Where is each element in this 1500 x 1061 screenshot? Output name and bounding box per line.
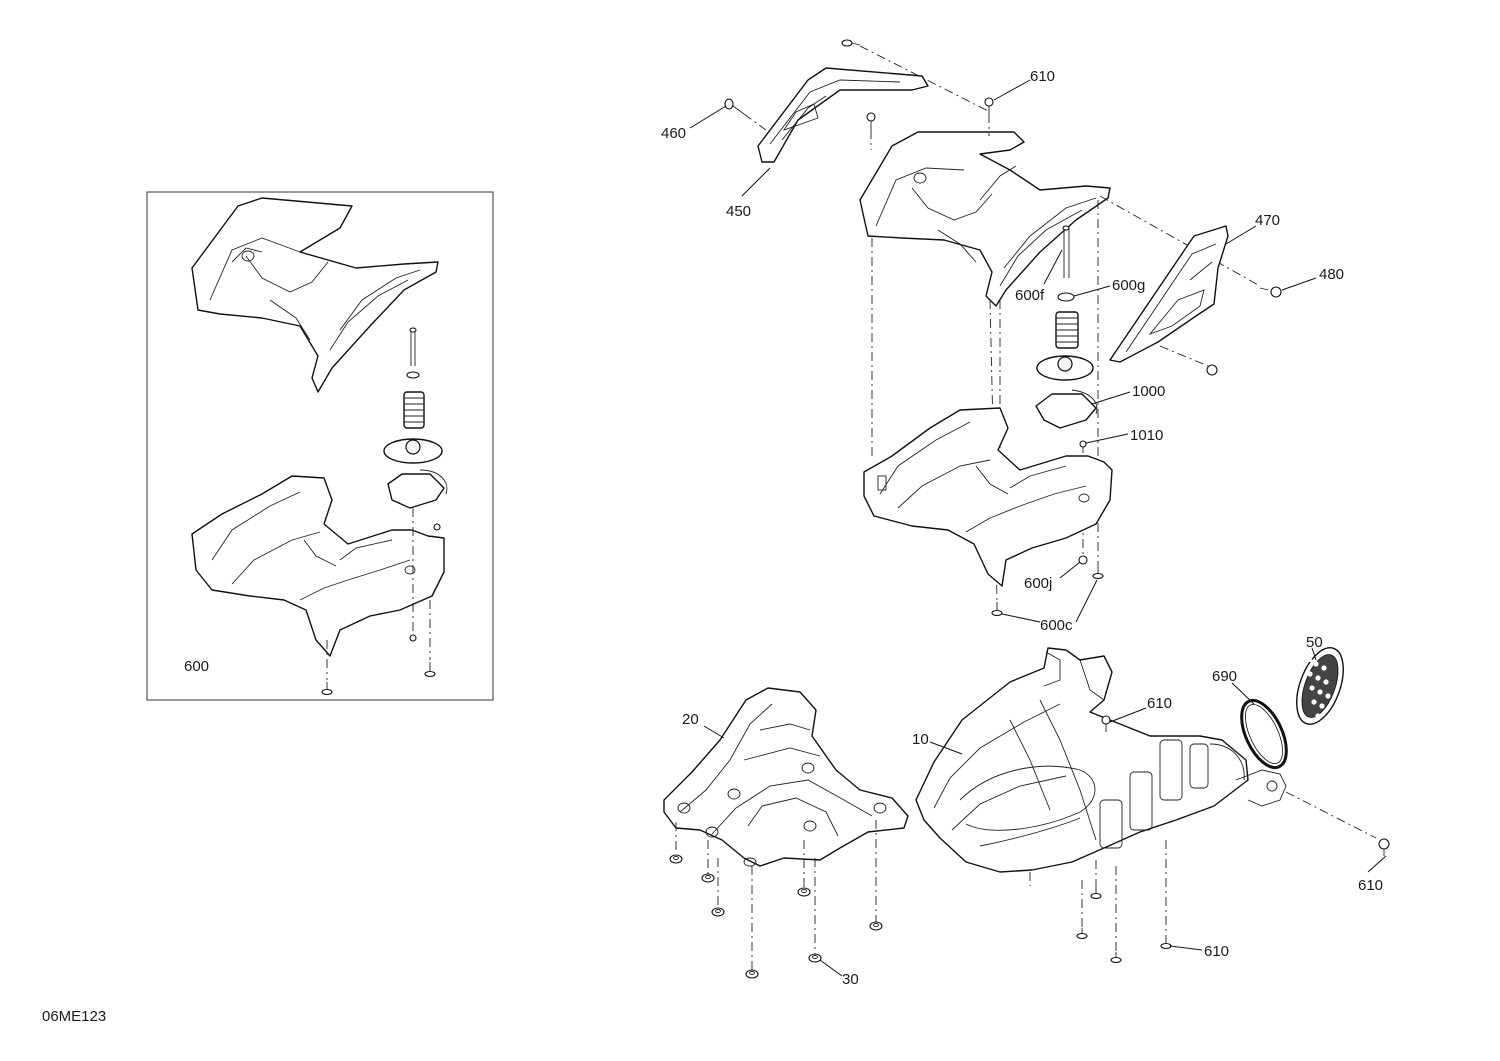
drawing-reference-code: 06ME123 <box>42 1008 106 1025</box>
screw-610-top <box>984 97 994 114</box>
screw-600c-right <box>1092 566 1104 580</box>
callout-10: 10 <box>912 731 929 748</box>
inset-upper-housing <box>191 197 439 393</box>
callout-480: 480 <box>1319 266 1344 283</box>
screw-450 <box>841 39 861 47</box>
inset-screw <box>424 662 436 678</box>
inset-assembly-600: 600 <box>146 191 494 701</box>
callout-50: 50 <box>1306 634 1323 651</box>
part-10-airbox <box>915 647 1287 873</box>
screw-480 <box>1259 286 1282 298</box>
inset-mount-stack <box>383 327 448 531</box>
callout-600c: 600c <box>1040 617 1073 634</box>
nut-30 <box>869 921 883 931</box>
nut-30 <box>669 854 683 864</box>
callout-460: 460 <box>661 125 686 142</box>
screw-airbox <box>1076 928 1088 940</box>
nut-30 <box>745 969 759 979</box>
nut-30 <box>701 873 715 883</box>
inset-label: 600 <box>184 658 209 675</box>
callout-450: 450 <box>726 203 751 220</box>
screw-airbox <box>1110 952 1122 964</box>
inset-screw <box>321 682 333 696</box>
callout-690: 690 <box>1212 668 1237 685</box>
screw-470-lower <box>1206 364 1218 376</box>
part-50-screen <box>1296 647 1344 725</box>
part-690-clamp <box>1240 698 1288 770</box>
screw-upper-left <box>866 112 876 130</box>
nut-30 <box>797 887 811 897</box>
screw-610-mid <box>1101 715 1111 732</box>
screw-610-right <box>1378 838 1390 856</box>
callout-610: 610 <box>1147 695 1172 712</box>
callout-610: 610 <box>1204 943 1229 960</box>
nut-30 <box>808 953 822 963</box>
callout-610: 610 <box>1358 877 1383 894</box>
screw-airbox <box>1090 888 1102 900</box>
screw-460 <box>724 98 745 115</box>
callout-600f: 600f <box>1015 287 1045 304</box>
upper-housing <box>859 131 1111 307</box>
screw-600c-left <box>991 602 1003 617</box>
inset-lower-housing <box>191 475 445 657</box>
lower-housing <box>863 407 1113 587</box>
callout-600j: 600j <box>1024 575 1052 592</box>
screw-610-bottom <box>1160 938 1172 950</box>
callout-470: 470 <box>1255 212 1280 229</box>
callout-30: 30 <box>842 971 859 988</box>
callout-600g: 600g <box>1112 277 1145 294</box>
part-450-bracket <box>757 67 929 163</box>
callout-1010: 1010 <box>1130 427 1163 444</box>
callout-610: 610 <box>1030 68 1055 85</box>
inset-frame <box>146 191 494 701</box>
callout-1000: 1000 <box>1132 383 1165 400</box>
nut-30 <box>711 907 725 917</box>
part-20-heat-shield <box>663 687 909 867</box>
part-470-side-panel <box>1109 225 1229 363</box>
mount-stack <box>1035 225 1098 448</box>
callout-20: 20 <box>682 711 699 728</box>
